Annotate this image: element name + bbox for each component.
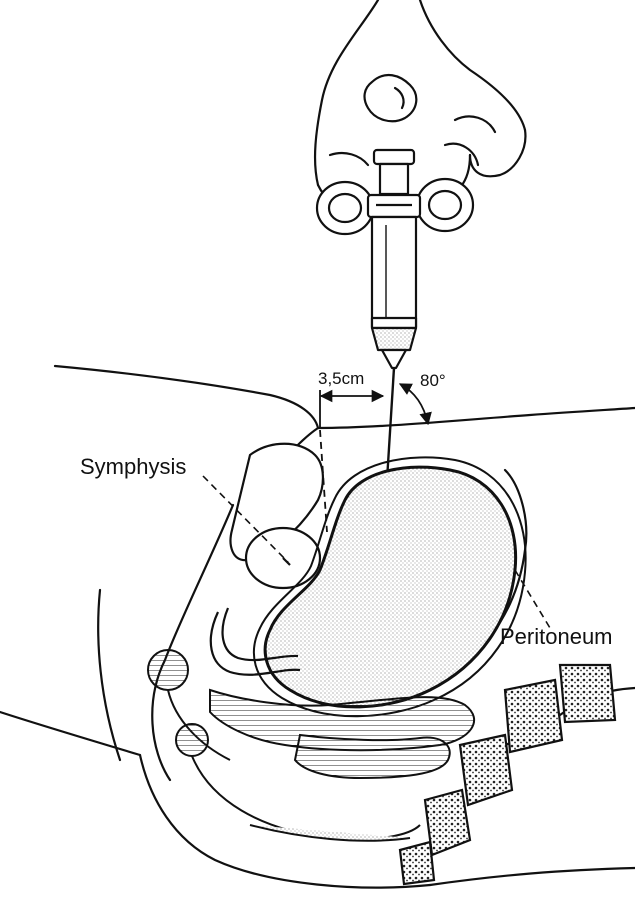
distance-label: 3,5cm <box>318 370 364 387</box>
syringe-illustration <box>317 150 473 368</box>
angle-arc <box>400 384 428 424</box>
peritoneum-label: Peritoneum <box>500 626 613 648</box>
symphysis-bone <box>231 444 323 588</box>
angle-label: 80° <box>420 372 446 389</box>
hand-illustration <box>315 0 525 212</box>
symphysis-label: Symphysis <box>80 456 186 478</box>
